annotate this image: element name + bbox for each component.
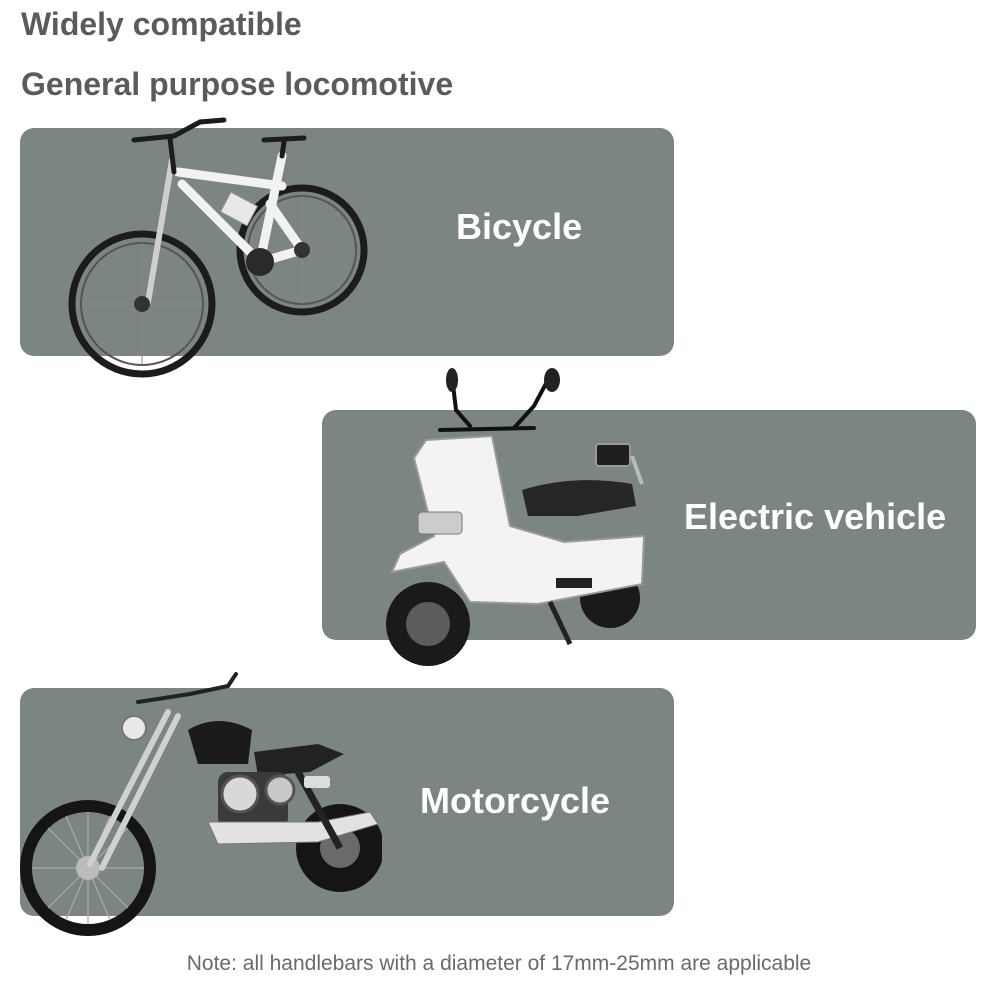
- subtitle-general-purpose: General purpose locomotive: [21, 66, 454, 102]
- label-motorcycle: Motorcycle: [420, 780, 611, 821]
- label-bicycle: Bicycle: [456, 206, 583, 247]
- panel-bicycle: Bicycle: [20, 128, 674, 356]
- bicycle-image: [68, 117, 368, 378]
- compatibility-note: Note: all handlebars with a diameter of …: [186, 952, 812, 975]
- label-electric-vehicle: Electric vehicle: [684, 496, 947, 537]
- electric-scooter-image: [386, 368, 646, 666]
- motorcycle-image: [20, 672, 382, 936]
- title-widely-compatible: Widely compatible: [21, 6, 302, 42]
